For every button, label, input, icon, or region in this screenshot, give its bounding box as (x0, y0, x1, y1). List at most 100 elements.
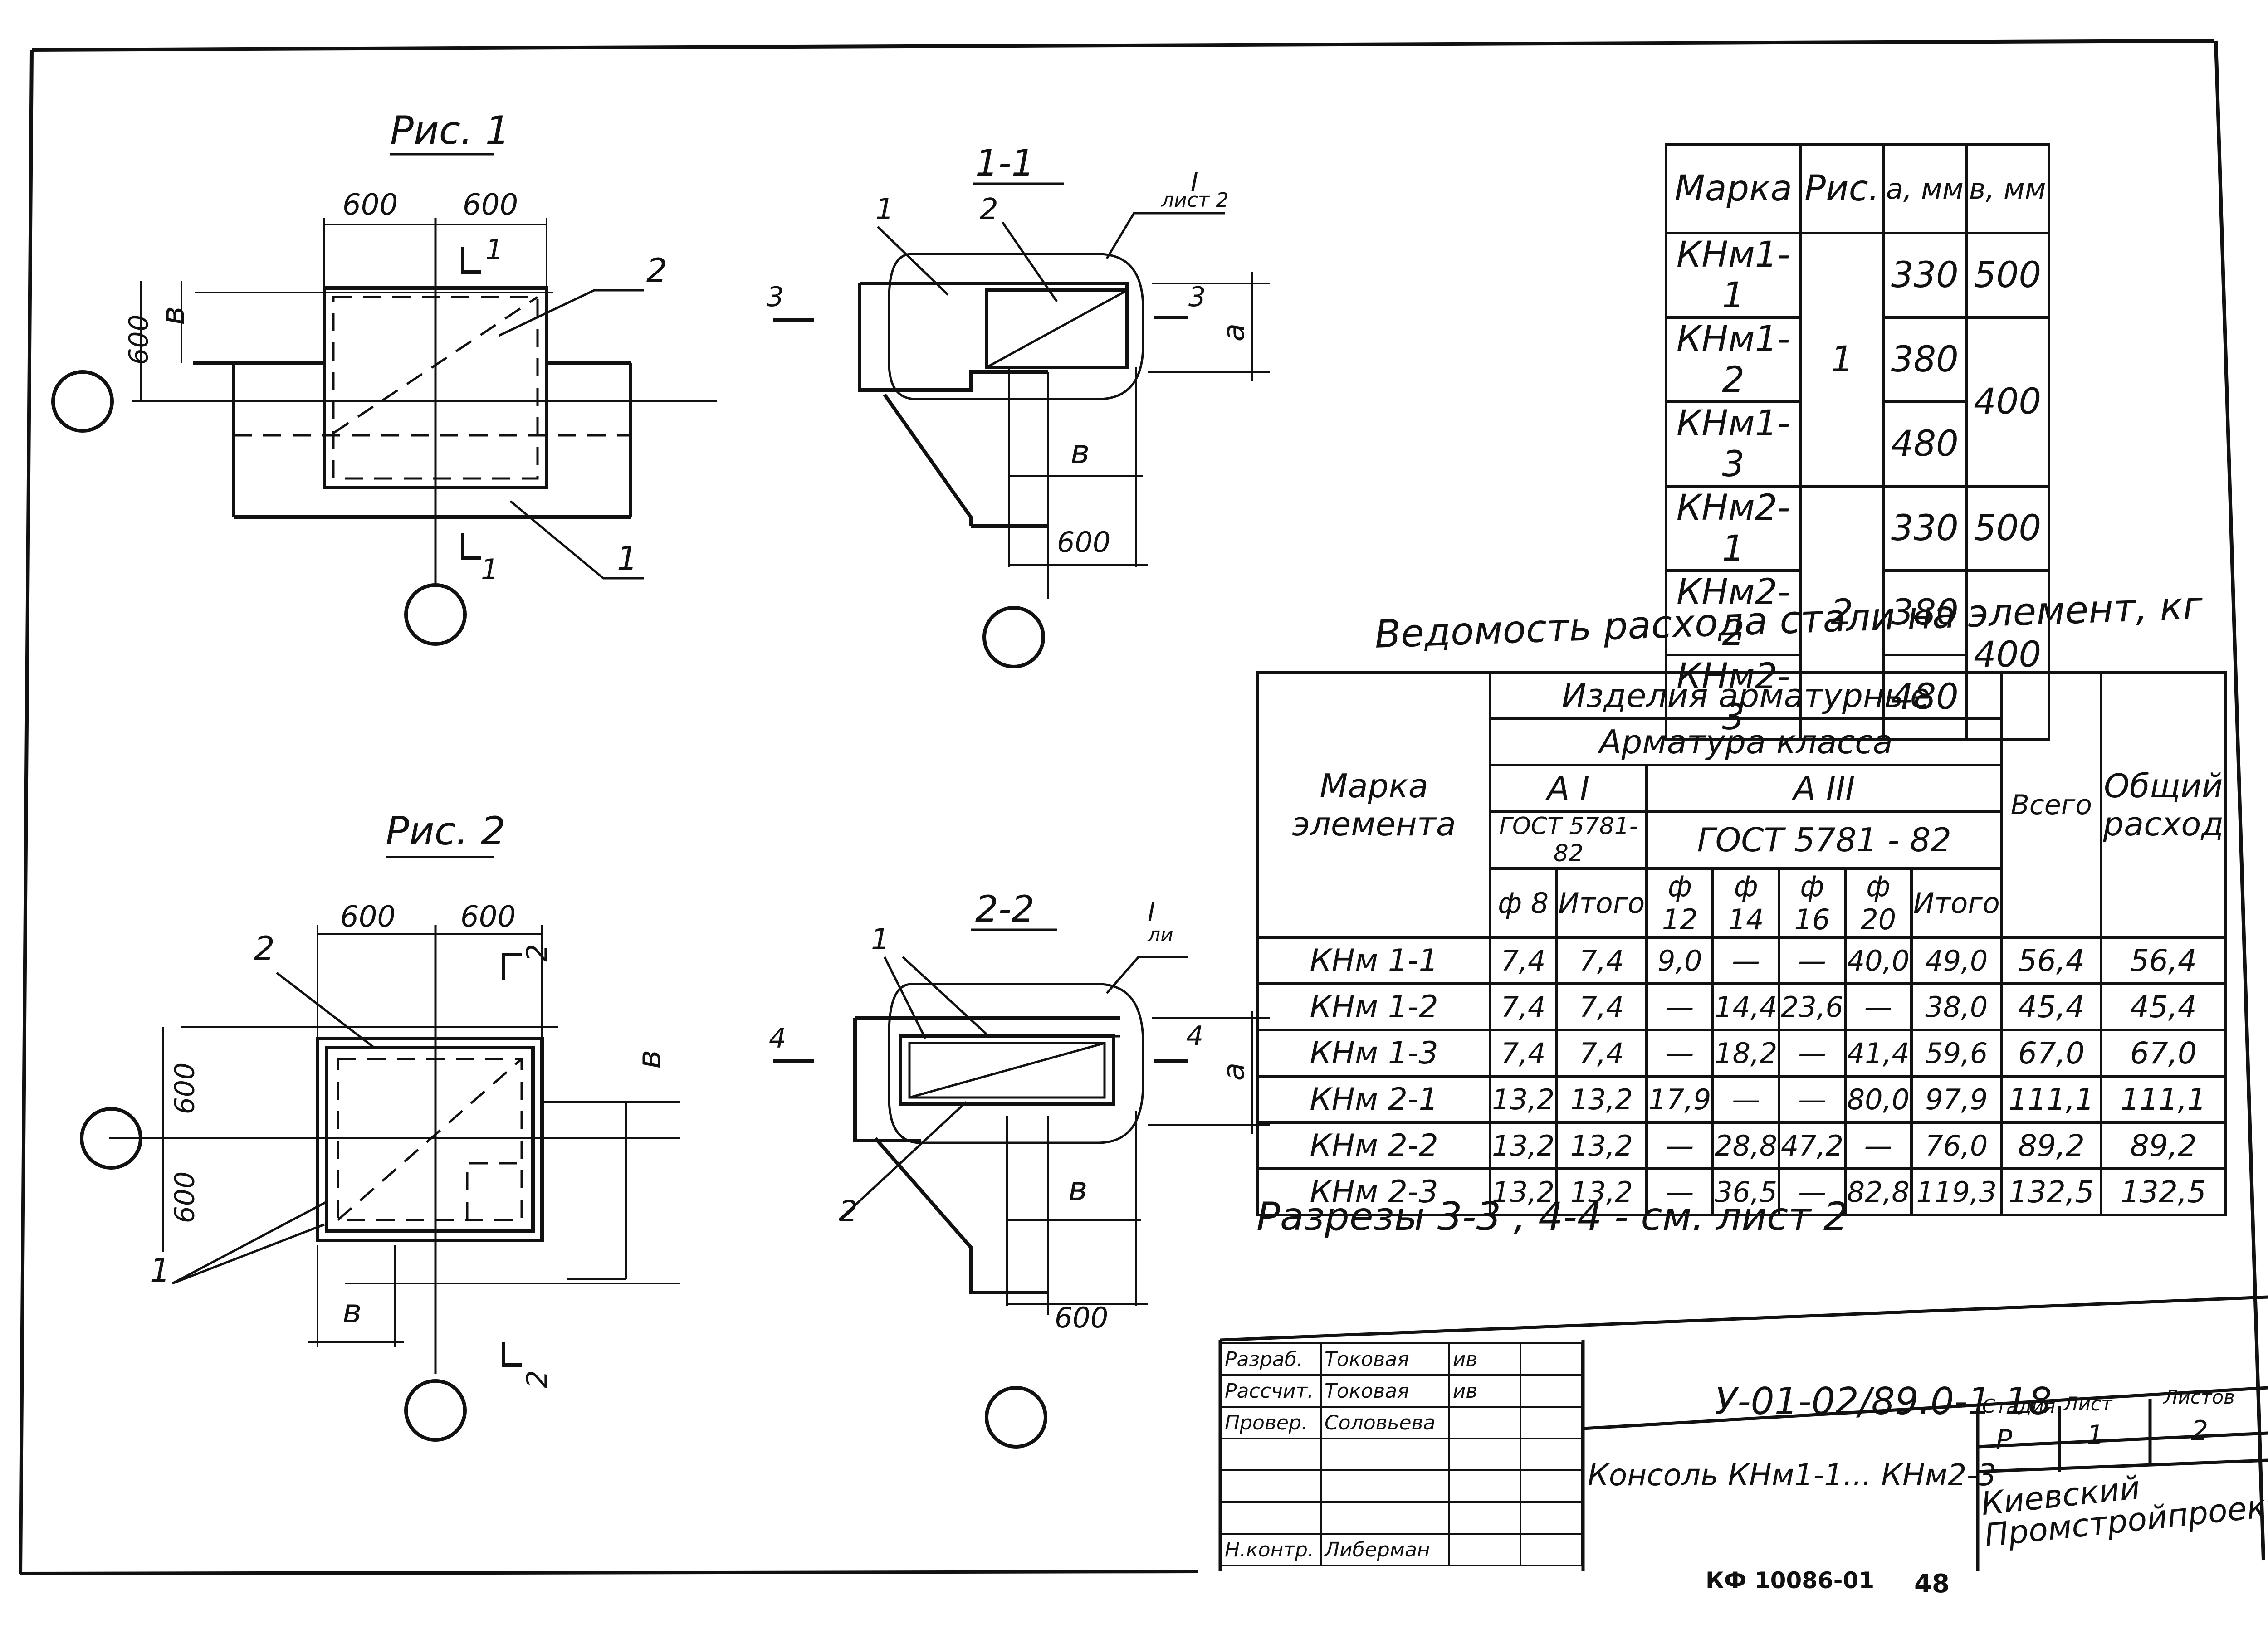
stamp-sheets: 2 (2191, 1415, 2209, 1447)
fig-cell: 1 (1799, 232, 1885, 488)
stamp-signature: ив (1448, 1374, 1521, 1408)
stamp-role: Разраб. (1220, 1342, 1322, 1376)
sec22-callout-1: 1 (871, 923, 890, 956)
value-cell: — (1711, 936, 1781, 985)
value-cell: 13,2 (1555, 1121, 1648, 1170)
stamp-role: Н.контр. (1220, 1533, 1322, 1566)
stamp-date (1519, 1406, 1584, 1439)
value-cell: 9,0 (1645, 936, 1715, 985)
value-cell: 89,2 (2099, 1121, 2228, 1170)
value-cell: 56,4 (2000, 936, 2102, 985)
value-cell: 7,4 (1555, 1029, 1648, 1078)
sec11-ref-roman: I (1191, 168, 1198, 197)
value-cell: — (1778, 1167, 1847, 1216)
value-cell: 28,8 (1711, 1121, 1781, 1170)
fig2-dim-b-bottom: в (342, 1292, 362, 1330)
sec11-cut-left: 3 (767, 281, 784, 313)
stamp-sheet: 1 (2087, 1419, 2104, 1451)
value-cell: 7,4 (1489, 936, 1558, 985)
value-cell: 111,1 (2099, 1075, 2228, 1124)
value-cell: — (1843, 1121, 1913, 1170)
marks-header-b: в, мм (1965, 143, 2050, 234)
table-row: КНм1-2 380 400 (1664, 316, 2050, 488)
value-cell: 45,4 (2099, 982, 2228, 1031)
stamp-person: Соловьева (1320, 1406, 1450, 1439)
steel-col-header: ф 14 (1711, 867, 1781, 939)
sec11-dim-b: в (1070, 433, 1090, 471)
stamp-date (1519, 1469, 1584, 1503)
value-cell: 49,0 (1910, 936, 2004, 985)
stamp-person (1320, 1501, 1450, 1535)
value-cell: 76,0 (1910, 1121, 2004, 1170)
value-cell: 38,0 (1910, 982, 2004, 1031)
value-cell: 7,4 (1489, 1029, 1558, 1078)
value-cell: 132,5 (2000, 1167, 2102, 1216)
stamp-signature (1448, 1469, 1521, 1503)
stamp-signature (1448, 1406, 1521, 1439)
fig1-section-mark-top: 1 (485, 233, 503, 266)
value-cell: 7,4 (1489, 982, 1558, 1031)
value-cell: 47,2 (1778, 1121, 1847, 1170)
a-cell: 330 (1882, 485, 1968, 572)
steel-header-class: Арматура класса (1489, 717, 2004, 766)
value-cell: 13,2 (1555, 1167, 1648, 1216)
stamp-signature (1448, 1438, 1521, 1471)
sec11-dim-600: 600 (1057, 526, 1111, 559)
mark-cell: КНм1-3 (1664, 400, 1802, 488)
stamp-date (1519, 1438, 1584, 1471)
stamp-signature (1448, 1533, 1521, 1566)
fig2-dim-left: 600 (340, 900, 396, 934)
table-row (1220, 1438, 1584, 1471)
a-cell: 380 (1882, 569, 1968, 656)
value-cell: 41,4 (1843, 1029, 1913, 1078)
value-cell: 56,4 (2099, 936, 2228, 985)
fig2-dim-right: 600 (460, 900, 516, 934)
stamp-person: Либерман (1320, 1533, 1450, 1566)
value-cell: 119,3 (1910, 1167, 2004, 1216)
value-cell: — (1711, 1075, 1781, 1124)
sec22-title: 2-2 (975, 888, 1035, 930)
value-cell: — (1778, 936, 1847, 985)
steel-col-header: Итого (1555, 867, 1648, 939)
value-cell: 13,2 (1489, 1167, 1558, 1216)
table-row (1220, 1501, 1584, 1535)
fig1-dim-vert: 600 (123, 314, 154, 365)
stamp-role (1220, 1438, 1322, 1471)
fig1-title: Рис. 1 (390, 108, 510, 153)
fig2-title: Рис. 2 (386, 809, 506, 854)
value-cell: 13,2 (1555, 1075, 1648, 1124)
stamp-stage: Р (1996, 1424, 2013, 1456)
stamp-person (1320, 1438, 1450, 1471)
steel-col-header: ф 20 (1843, 867, 1913, 939)
steel-header-a3: А III (1645, 764, 2004, 813)
steel-table: Марка элемента Изделия арматурные Всего … (1256, 671, 2228, 1216)
value-cell: 14,4 (1711, 982, 1781, 1031)
stamp-role: Рассчит. (1220, 1374, 1322, 1408)
table-row: Н.контр.Либерман (1220, 1533, 1584, 1566)
fig2-section-mark-top: 2 (520, 944, 554, 962)
mark-cell: КНм 1-2 (1256, 982, 1492, 1031)
mark-cell: КНм2-2 (1664, 569, 1802, 656)
sec22-ref-sheet: ли (1148, 923, 1173, 946)
sec22-dim-600: 600 (1055, 1301, 1109, 1334)
b-cell: 500 (1965, 232, 2050, 319)
a-cell: 480 (1882, 400, 1968, 488)
fig1-dim-b: в (154, 306, 192, 326)
steel-header-total: Всего (2000, 671, 2102, 939)
mark-cell: КНм1-2 (1664, 316, 1802, 403)
sec11-cut-right: 3 (1188, 281, 1206, 313)
steel-col-header: ф 8 (1489, 867, 1558, 939)
steel-col-header: ф 12 (1645, 867, 1715, 939)
stamp-name: Консоль КНм1-1... КНм2-3 (1588, 1458, 1997, 1493)
stamp-signature: ив (1448, 1342, 1521, 1376)
marks-header-a: а, мм (1882, 143, 1968, 234)
steel-header-gost-a1: ГОСТ 5781-82 (1489, 810, 1648, 870)
